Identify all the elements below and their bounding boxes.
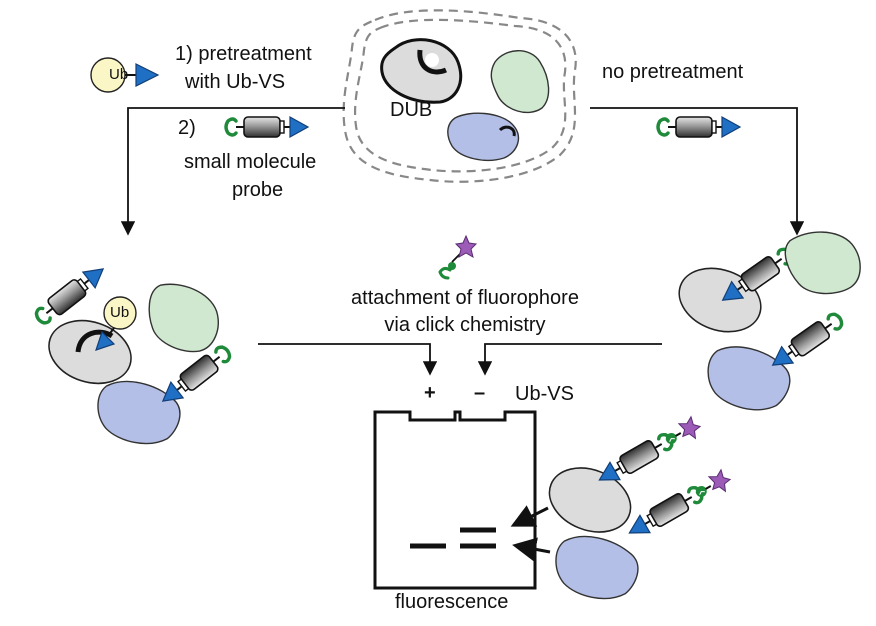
small-molecule-probe-icon (224, 115, 310, 139)
ub-bound (103, 296, 137, 330)
gel (373, 410, 551, 590)
label-ubvs-lanes: Ub-VS (515, 383, 574, 405)
flow-arrow-center-right (477, 343, 662, 376)
label-ub: Ub (110, 304, 130, 321)
flow-arrow-center-left (258, 343, 438, 376)
label-fluorescence: fluorescence (395, 591, 509, 613)
label-lane-minus: – (474, 382, 486, 404)
right-outcome (669, 223, 866, 415)
dub-enzyme (380, 38, 463, 104)
label-ub-reagent: Ub (109, 66, 129, 83)
label-probe: probe (232, 179, 284, 201)
label-lane-plus: + (424, 382, 436, 404)
ub-vs-reagent (90, 57, 160, 93)
flow-arrow-left (120, 107, 345, 236)
label-small-molecule: small molecule (184, 151, 317, 173)
label-pretreatment-step1: 1) pretreatment (175, 43, 312, 65)
label-with-ubvs: with Ub-VS (185, 71, 286, 93)
label-no-pretreatment: no pretreatment (602, 61, 744, 83)
label-attachment: attachment of fluorophore (351, 287, 579, 309)
green-protein (490, 50, 550, 114)
fluorophore-icon (438, 234, 478, 280)
blue-protein (447, 112, 520, 162)
probe-icon-right (656, 115, 742, 139)
label-click-chemistry: via click chemistry (384, 314, 546, 336)
labeled-enzymes (539, 412, 736, 603)
label-step2: 2) (178, 117, 196, 139)
enzyme-mixture (342, 9, 577, 183)
flow-arrow-right (590, 107, 805, 236)
label-dub: DUB (390, 99, 433, 121)
left-outcome (30, 259, 236, 448)
